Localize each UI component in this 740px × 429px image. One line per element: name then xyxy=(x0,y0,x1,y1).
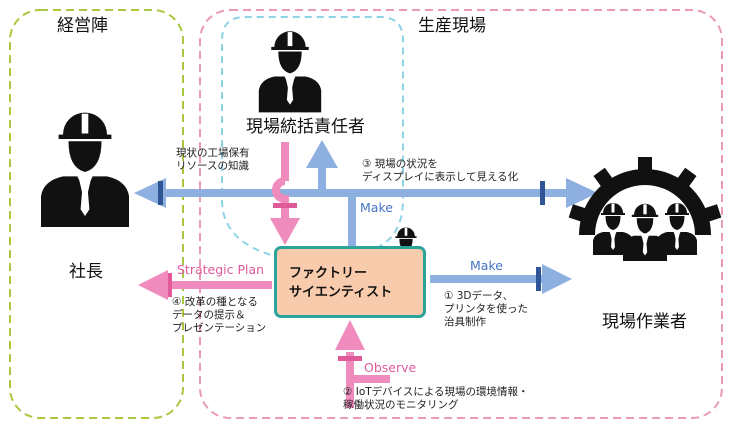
field-region-title: 生産現場 xyxy=(418,16,486,36)
strategic-plan-arrowhead xyxy=(138,270,168,300)
arrowhead-to-workers xyxy=(566,178,598,208)
display-text: ③ 現場の状況を ディスプレイに表示して見える化 xyxy=(362,158,519,184)
president-label: 社長 xyxy=(69,262,103,282)
knowledge-arrow xyxy=(271,142,289,218)
bar-end-cap-right xyxy=(540,181,545,205)
management-region xyxy=(9,9,184,419)
observe-description: ② IoTデバイスによる現場の環境情報・ 稼働状況のモニタリング xyxy=(343,386,529,412)
knowledge-arrowhead xyxy=(270,218,300,245)
strategic-plan-line xyxy=(170,281,272,289)
field-region xyxy=(199,9,723,419)
make-arrow-cap xyxy=(536,267,541,291)
hardhat-person-icon xyxy=(258,31,322,113)
strategic-plan-label: Strategic Plan xyxy=(177,262,265,277)
arrowhead-to-manager xyxy=(306,140,338,168)
factory-scientist-label: ファクトリー サイエンティスト xyxy=(289,266,393,300)
workers-label: 現場作業者 xyxy=(602,312,687,332)
site-manager-label: 現場統括責任者 xyxy=(246,117,365,137)
observe-line-horizontal xyxy=(350,375,390,383)
make-horizontal-label: Make xyxy=(470,258,503,273)
strategic-plan-description: ④ 改革の種となる データの提示＆ プレゼンテーション xyxy=(172,296,267,335)
factory-scientist-box: ファクトリー サイエンティスト xyxy=(274,246,426,318)
observe-arrowhead xyxy=(335,320,365,350)
knowledge-arrow-cap xyxy=(273,203,297,208)
bar-end-cap-left xyxy=(158,181,163,205)
connector-to-manager xyxy=(318,168,326,192)
worker-group-gear-icon xyxy=(568,157,722,261)
make-arrowhead xyxy=(542,264,572,294)
make-horizontal-line xyxy=(430,275,542,283)
knowledge-text: 現状の工場保有 リソースの知識 xyxy=(176,147,250,173)
strategic-plan-cap xyxy=(167,273,172,297)
site-manager-zone xyxy=(221,16,404,259)
management-region-title: 経営陣 xyxy=(57,16,108,36)
make-description: ① 3Dデータ、 プリンタを使った 治具制作 xyxy=(444,290,528,329)
info-flow-bar xyxy=(166,189,568,197)
make-vertical-line xyxy=(348,189,356,247)
make-vertical-label: Make xyxy=(360,200,393,215)
hardhat-person-icon xyxy=(41,112,129,227)
observe-label: Observe xyxy=(364,360,417,375)
observe-cap xyxy=(338,356,362,361)
